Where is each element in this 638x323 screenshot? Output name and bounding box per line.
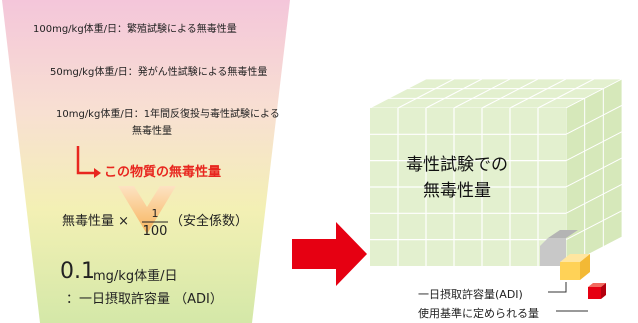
result-unit: mg/kg体重/日 <box>93 269 178 284</box>
adi-cube-front <box>560 262 580 280</box>
cube-top-gridline <box>453 78 511 109</box>
highlight-pointer-arrowhead <box>94 168 101 178</box>
cube-notch-gray <box>540 238 566 266</box>
usage-cube-top <box>588 283 606 287</box>
highlight-text: この物質の無毒性量 <box>104 165 222 180</box>
usage-cube-side <box>601 283 606 299</box>
legend-adi: 一日摂取許容量(ADI) <box>418 288 523 301</box>
adi-cube-side <box>580 254 590 280</box>
result-value: 0.1 <box>60 259 95 284</box>
cube-notch-gray-dark <box>548 230 578 238</box>
noael-chronic-text-cont: 無毒性量 <box>132 126 172 137</box>
noael-carcinogenicity-text: 50mg/kg体重/日：発がん性試験による無毒性量 <box>50 67 268 78</box>
formula-suffix: （安全係数） <box>170 214 249 229</box>
formula-prefix: 無毒性量 × <box>62 214 130 229</box>
cube-right-gridline <box>565 104 623 135</box>
cube-top-gridline <box>481 78 539 109</box>
legend-usage: 使用基準に定められる量 <box>418 307 539 320</box>
cube-top-gridline <box>397 78 455 109</box>
usage-cube-front <box>588 287 601 299</box>
cube-label-line1: 毒性試験での <box>406 155 508 175</box>
highlight-pointer-arrow <box>76 146 94 175</box>
noael-chronic-text: 10mg/kg体重/日：1年間反復投与毒性試験による <box>56 109 280 120</box>
cube-top-gridline <box>509 78 567 109</box>
right-arrow <box>292 222 367 286</box>
cube-right-gridline <box>565 210 623 241</box>
result-label: ：一日摂取許容量 （ADI） <box>66 292 223 307</box>
cube-top-gridline <box>425 78 483 109</box>
adi-leader-line <box>548 282 567 293</box>
cube-label-line2: 無毒性量 <box>423 181 491 201</box>
cube-label: 毒性試験での 無毒性量 <box>372 152 542 204</box>
cube-right-gridline <box>565 131 623 162</box>
fraction-denominator: 100 <box>142 224 168 239</box>
cube-top-gridline <box>537 78 595 109</box>
cube-right-gridline <box>565 183 623 214</box>
funnel-shape <box>2 0 290 323</box>
fraction-numerator: 1 <box>151 207 159 220</box>
down-arrow <box>118 186 176 234</box>
cube-right-gridline <box>565 157 623 188</box>
noael-reproduction-text: 100mg/kg体重/日：繁殖試験による無毒性量 <box>33 24 237 35</box>
